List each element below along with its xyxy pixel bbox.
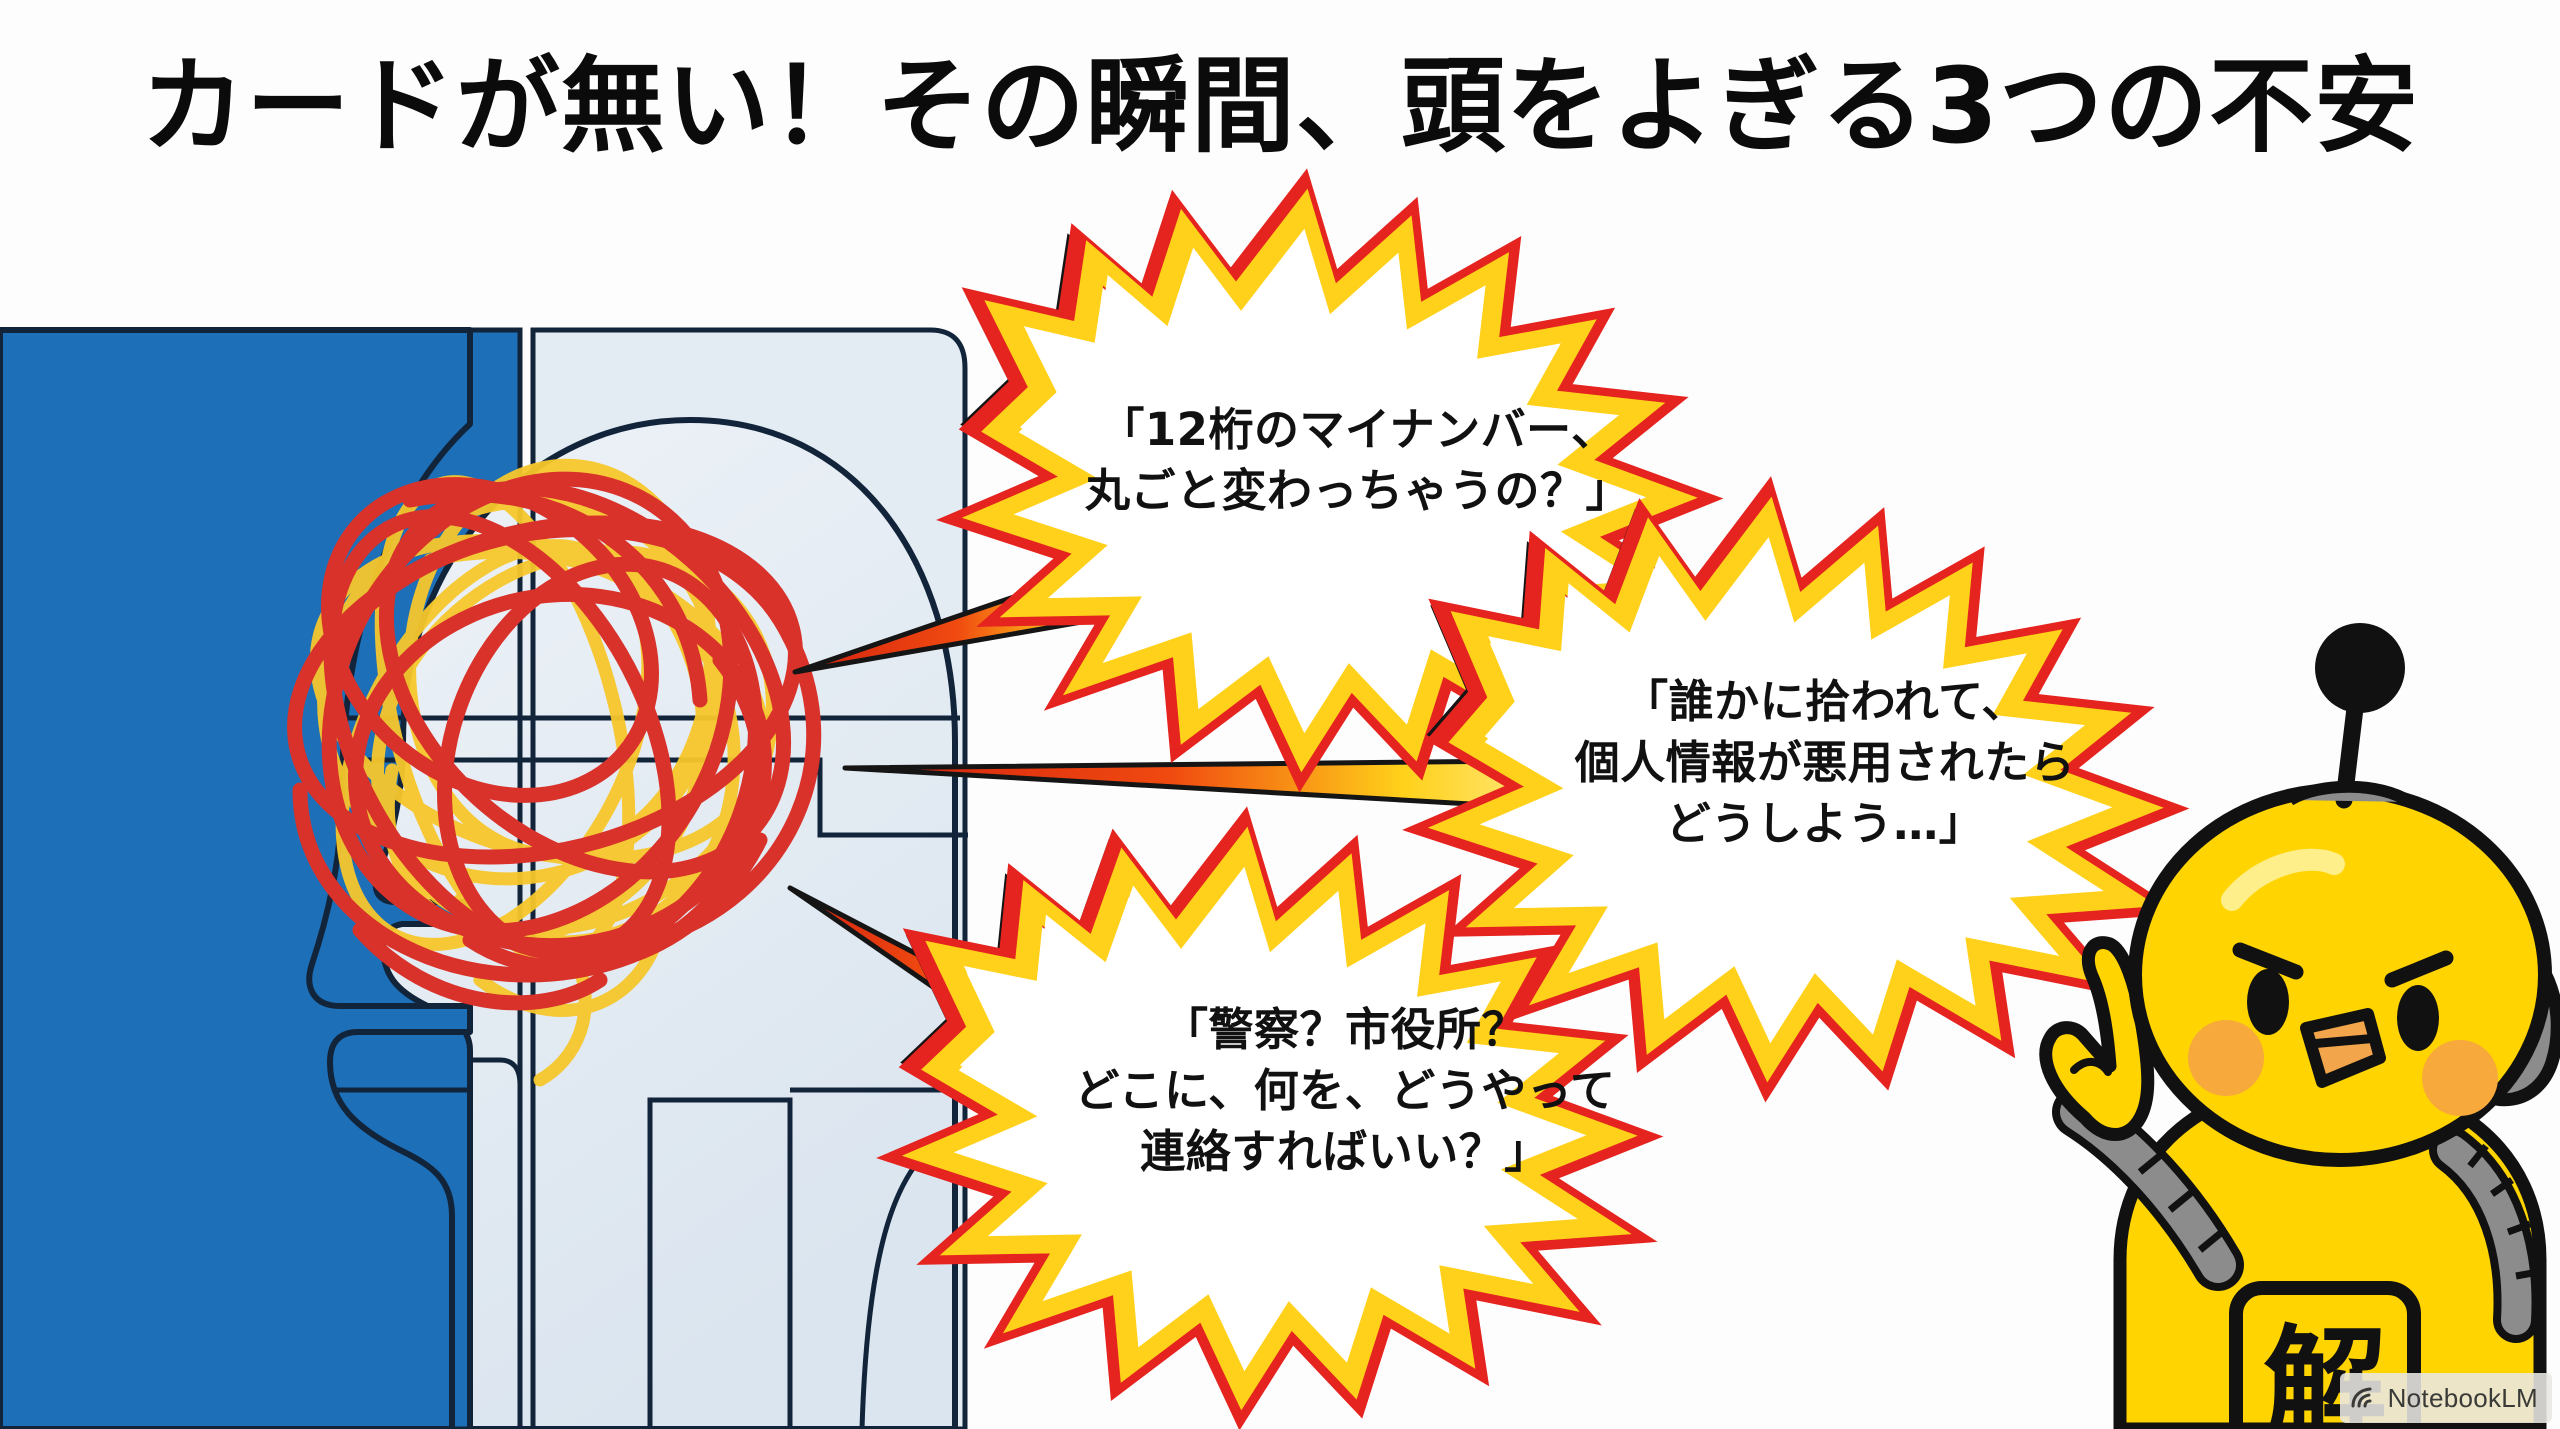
robot-head-highlight	[2221, 848, 2345, 911]
notebooklm-label: NotebookLM	[2387, 1382, 2538, 1413]
page-title: カードが無い！その瞬間、頭をよぎる3つの不安	[140, 45, 2420, 167]
robot-brow-right	[2384, 950, 2454, 988]
robot-left-arm	[2039, 936, 2244, 1291]
pointing-finger-icon	[2039, 936, 2155, 1141]
notebooklm-logo-icon	[2351, 1387, 2372, 1408]
robot-cheek-right	[2422, 1040, 2498, 1116]
speech-bubble-personal-info-abuse[interactable]	[1402, 476, 2190, 1103]
confusion-scribble	[287, 458, 822, 1087]
robot-eye-right	[2397, 985, 2439, 1051]
robot-beak	[2300, 1008, 2386, 1088]
notebooklm-watermark: NotebookLM	[2339, 1373, 2552, 1423]
robot-antenna-icon	[2286, 623, 2414, 809]
yellow-robot-mascot[interactable]: 解	[2039, 623, 2560, 1429]
robot-cheek-left	[2188, 1020, 2264, 1096]
robot-brow-left	[2232, 942, 2304, 980]
robot-right-arm	[2429, 1127, 2540, 1343]
robot-eye-left	[2247, 969, 2289, 1035]
speech-bubble-who-to-contact[interactable]	[876, 806, 1664, 1429]
